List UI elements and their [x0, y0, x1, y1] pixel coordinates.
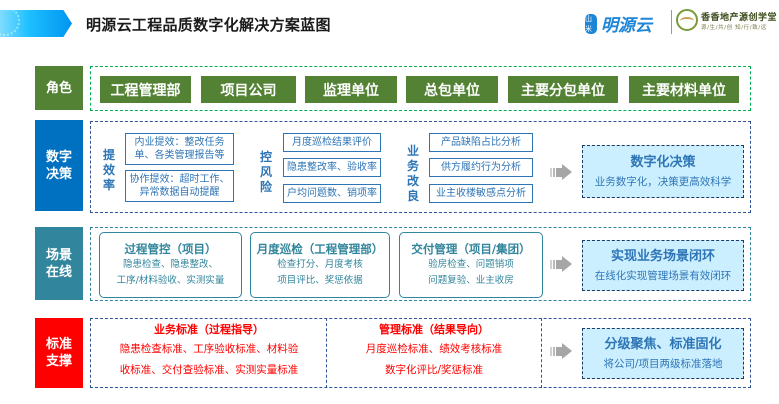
standard-line: 收标准、交付查验标准、实测实量标准 [119, 364, 299, 376]
standard-line: 隐患检查标准、工序验收标准、材料验 [119, 343, 299, 355]
role-project-company: 项目公司 [201, 76, 296, 103]
scene-card-line: 问题复验、业主收房 [428, 275, 514, 286]
scene-card-title: 月度巡检（工程管理部） [256, 242, 384, 256]
role-engineering-dept: 工程管理部 [100, 76, 191, 103]
partner-logo-name: 香香地产源创学堂 [701, 12, 778, 23]
scene-card-line: 隐患检查、隐患整改、 [122, 259, 218, 270]
row-label-roles: 角色 [35, 66, 83, 110]
result-title: 分级聚焦、标准固化 [604, 336, 722, 352]
scene-card-line: 工序/材料验收、实测实量 [116, 275, 225, 286]
role-main-material-supplier: 主要材料单位 [629, 76, 739, 103]
group-label-business-improvement: 业 务 改 良 [406, 144, 420, 204]
role-general-contractor: 总包单位 [406, 76, 498, 103]
item-line: 内业提效：整改任务 [134, 137, 225, 148]
scene-card-process-control: 过程管控（项目） 隐患检查、隐患整改、 工序/材料验收、实测实量 [99, 232, 242, 298]
row-label-standard-support: 标准支撑 [35, 318, 83, 388]
header-ring-decoration [0, 10, 20, 36]
result-title: 数字化决策 [630, 154, 696, 170]
right-arrow-icon [550, 343, 574, 359]
header-arrow-banner [0, 10, 72, 37]
group-label-char: 业 [406, 144, 419, 158]
digital-decision-result: 数字化决策 业务数字化，决策更高效科学 [582, 145, 744, 198]
page-title: 明源云工程品质数字化解决方案蓝图 [86, 16, 331, 34]
group-label-char: 险 [259, 180, 272, 194]
efficiency-item: 协作提效：超时工作、 异常数据自动提醒 [125, 170, 234, 202]
row-label-digital-decision: 数字决策 [35, 120, 83, 211]
row-label-scene-online: 场景在线 [35, 227, 83, 300]
standard-support-container [90, 318, 751, 388]
business-item: 产品缺陷占比分析 [429, 133, 533, 152]
section-divider [541, 318, 542, 388]
row-label-line: 支撑 [45, 354, 72, 369]
item-line: 协作提效：超时工作、 [129, 174, 230, 185]
business-item: 供方履约行为分析 [429, 158, 533, 177]
right-arrow-icon [550, 256, 574, 272]
scene-card-line: 项目评比、奖惩依据 [277, 275, 363, 286]
standard-line: 数字化评比/奖惩标准 [384, 364, 484, 376]
roles-container [90, 66, 751, 111]
group-label-risk-control: 控 风 险 [259, 150, 273, 195]
row-label-line: 场景 [45, 247, 72, 263]
scene-online-container [90, 227, 751, 301]
management-standard-section: 管理标准（结果导向） 月度巡检标准、绩效考核标准 数字化评比/奖惩标准 [327, 321, 541, 381]
efficiency-item: 内业提效：整改任务 单、各类管理报告等 [125, 133, 234, 165]
business-standard-section: 业务标准（过程指导） 隐患检查标准、工序验收标准、材料验 收标准、交付查验标准、… [92, 321, 326, 381]
scene-card-monthly-inspection: 月度巡检（工程管理部） 检查打分、月度考核 项目评比、奖惩依据 [250, 232, 390, 298]
mingyuanyun-logo-text: 明源云 [601, 16, 652, 36]
group-label-char: 率 [102, 178, 115, 192]
group-label-char: 效 [102, 163, 115, 177]
digital-decision-container [90, 121, 751, 213]
group-label-efficiency: 提 效 率 [102, 148, 116, 193]
role-main-subcontractor: 主要分包单位 [508, 76, 618, 103]
risk-item: 户均问题数、销项率 [283, 184, 381, 203]
logo-divider [671, 10, 672, 34]
partner-emblem-icon [676, 9, 698, 31]
group-label-char: 改 [406, 174, 419, 188]
group-label-char: 控 [259, 150, 272, 164]
row-label-line: 决策 [45, 166, 72, 182]
standard-title: 业务标准（过程指导） [154, 323, 264, 336]
result-title: 实现业务场景闭环 [610, 248, 715, 264]
mingyuanyun-logo: 山米 明源云 [585, 11, 652, 36]
standard-title: 管理标准（结果导向） [379, 323, 489, 336]
scene-card-title: 交付管理（项目/集团） [411, 242, 531, 256]
risk-item: 隐患整改率、验收率 [283, 158, 381, 177]
partner-logo-slogan: 源/生/共/创 知/行/致/远 [701, 24, 767, 31]
business-item: 业主收楼敏感点分析 [429, 184, 533, 203]
row-label-line: 在线 [45, 264, 72, 280]
group-label-char: 务 [406, 159, 419, 173]
mingyuanyun-logo-icon: 山米 [585, 13, 597, 34]
scene-card-line: 检查打分、月度考核 [277, 259, 363, 270]
section-divider [326, 318, 327, 388]
group-label-char: 良 [406, 189, 419, 203]
standard-support-result: 分级聚焦、标准固化 将公司/项目两级标准落地 [582, 328, 744, 379]
risk-item: 月度巡检结果评价 [283, 133, 381, 152]
row-label-line: 标准 [45, 337, 72, 352]
partner-logo: 香香地产源创学堂 源/生/共/创 知/行/致/远 [676, 9, 777, 31]
scene-card-delivery-management: 交付管理（项目/集团） 验房检查、问题销项 问题复验、业主收房 [399, 232, 543, 298]
group-label-char: 风 [259, 165, 272, 179]
scene-card-line: 验房检查、问题销项 [428, 259, 514, 270]
result-subtitle: 将公司/项目两级标准落地 [603, 357, 723, 370]
result-subtitle: 在线化实现管理场景有效闭环 [594, 269, 732, 282]
item-line: 单、各类管理报告等 [134, 150, 225, 161]
standard-line: 月度巡检标准、绩效考核标准 [365, 343, 503, 355]
item-line: 异常数据自动提醒 [139, 187, 220, 198]
group-label-char: 提 [102, 148, 115, 162]
scene-card-title: 过程管控（项目） [124, 242, 217, 256]
role-supervisor: 监理单位 [305, 76, 397, 103]
scene-online-result: 实现业务场景闭环 在线化实现管理场景有效闭环 [582, 240, 744, 291]
right-arrow-icon [550, 164, 574, 180]
row-label-line: 数字 [45, 149, 72, 165]
result-subtitle: 业务数字化，决策更高效科学 [594, 175, 732, 188]
